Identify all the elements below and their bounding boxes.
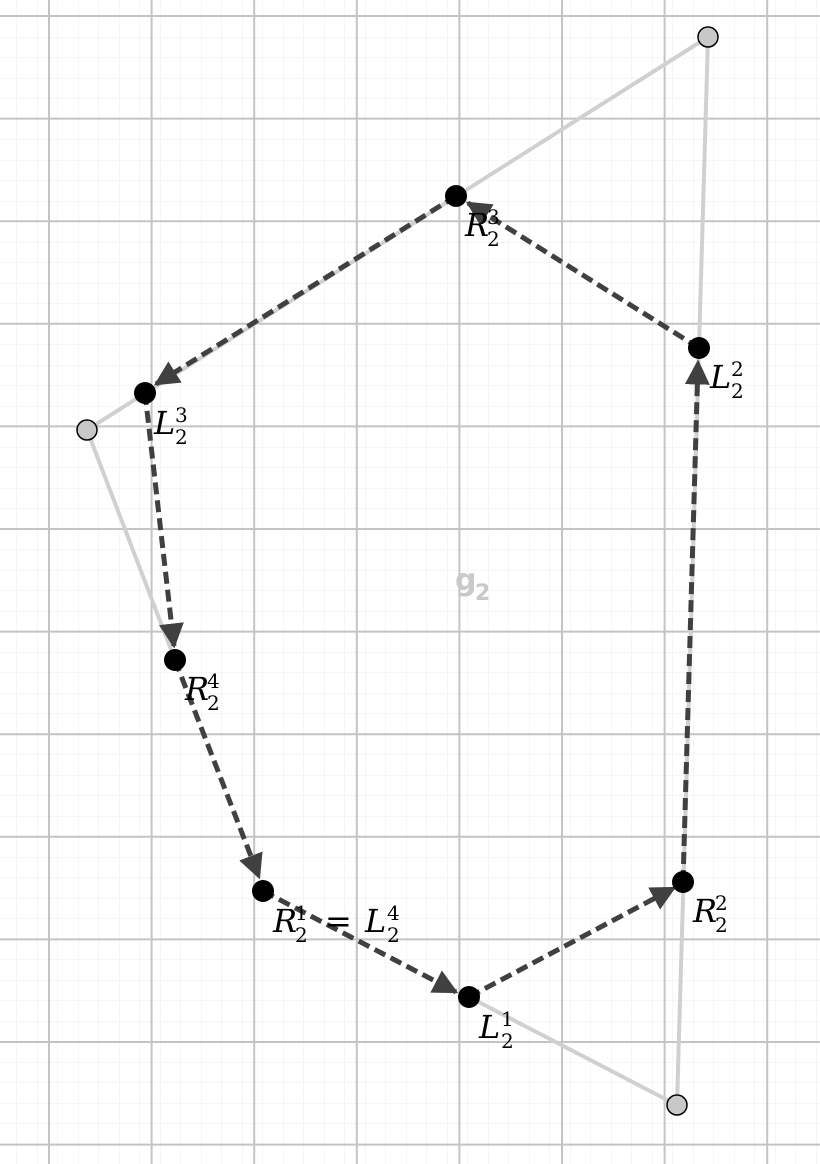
svg-text:4: 4 xyxy=(207,669,220,693)
region-label-sub: 2 xyxy=(475,581,490,606)
point-R2 xyxy=(672,871,694,893)
svg-text:3: 3 xyxy=(175,403,188,427)
vertex-left xyxy=(76,419,98,441)
svg-text:R: R xyxy=(464,206,489,244)
label-R4: R 4 2 xyxy=(184,669,220,715)
outer-vertices xyxy=(76,26,719,1116)
svg-text:1: 1 xyxy=(501,1007,514,1031)
polygon-edge-bottom-right xyxy=(467,995,679,1107)
label-L3: L 3 2 xyxy=(153,403,188,449)
label-L1: L 1 2 xyxy=(478,1007,514,1053)
point-L2 xyxy=(688,337,710,359)
point-L3 xyxy=(134,382,156,404)
svg-text:2: 2 xyxy=(175,425,188,449)
svg-text:2: 2 xyxy=(715,891,728,915)
svg-text:R: R xyxy=(692,892,717,930)
arrow-L1-to-R2 xyxy=(467,885,677,1000)
svg-text:1: 1 xyxy=(295,901,308,925)
label-R3: R 3 2 xyxy=(464,205,500,251)
vertex-bottom-right xyxy=(666,1094,688,1116)
point-R1 xyxy=(252,880,274,902)
point-R4 xyxy=(164,649,186,671)
svg-text:R: R xyxy=(184,670,209,708)
point-R3 xyxy=(445,185,467,207)
label-R2: R 2 2 xyxy=(692,891,728,937)
vertex-top-right xyxy=(697,26,719,48)
svg-text:2: 2 xyxy=(715,913,728,937)
arrow-L3-to-R4 xyxy=(142,392,184,649)
svg-text:3: 3 xyxy=(487,205,500,229)
region-label-main: g xyxy=(455,563,476,598)
svg-text:2: 2 xyxy=(207,691,220,715)
svg-text:2: 2 xyxy=(487,227,500,251)
arrow-L2-to-R3 xyxy=(465,200,701,351)
label-R1-equals-L4: R 1 2 = L 4 2 xyxy=(272,901,400,947)
point-L1 xyxy=(458,986,480,1008)
arrow-R2-to-L2 xyxy=(680,359,710,883)
svg-text:L: L xyxy=(364,902,386,940)
arrow-R1-to-L1 xyxy=(261,888,459,995)
polygon-edge-left xyxy=(85,428,177,662)
dashed-cycle xyxy=(142,193,710,1000)
cycle-points xyxy=(134,185,710,1008)
svg-text:4: 4 xyxy=(387,901,400,925)
svg-text:2: 2 xyxy=(387,923,400,947)
svg-text:=: = xyxy=(325,902,352,940)
svg-text:2: 2 xyxy=(731,379,744,403)
svg-text:2: 2 xyxy=(501,1029,514,1053)
arrow-R3-to-L3 xyxy=(153,193,458,387)
svg-text:R: R xyxy=(272,902,297,940)
svg-text:L: L xyxy=(153,404,175,442)
label-L2: L 2 2 xyxy=(709,357,744,403)
svg-text:2: 2 xyxy=(731,357,744,381)
arrow-R4-to-R1 xyxy=(172,659,263,880)
svg-text:2: 2 xyxy=(295,923,308,947)
svg-text:L: L xyxy=(709,358,731,396)
svg-text:L: L xyxy=(478,1008,500,1046)
region-label: g 2 xyxy=(455,563,490,606)
